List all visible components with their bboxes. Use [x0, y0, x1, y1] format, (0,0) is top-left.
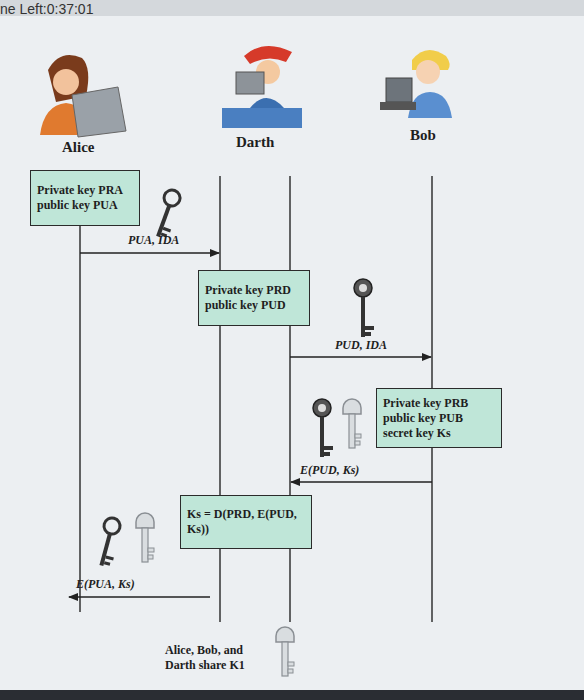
actor-name: Darth [236, 133, 316, 152]
key-icon [94, 516, 124, 568]
box-text: Private key PRB public key PUB secret ke… [383, 396, 495, 441]
darth-avatar [222, 46, 302, 128]
screen-text: ne Left:0:37:01 [0, 0, 200, 18]
key-icon [150, 188, 184, 240]
actor-name: Bob [410, 126, 490, 145]
message-label: E(PUD, Ks) [300, 463, 390, 478]
box-text: Private key PRD public key PUD [205, 283, 303, 313]
note-text: Alice, Bob, and Darth share K1 [165, 643, 275, 673]
key-icon [313, 399, 333, 457]
process-box: Private key PRD public key PUD [198, 270, 310, 326]
actor-name: Alice [62, 138, 142, 157]
alice-avatar [40, 55, 126, 137]
key-icon [354, 279, 374, 337]
message-label: PUD, IDA [335, 338, 425, 353]
key-icon [276, 627, 294, 676]
box-text: Ks = D(PRD, E(PUD, Ks)) [187, 507, 305, 537]
message-label: PUA, IDA [128, 233, 218, 248]
process-box: Ks = D(PRD, E(PUD, Ks)) [180, 495, 312, 549]
screen-edge [0, 690, 584, 700]
bob-avatar [380, 50, 452, 118]
message-label: E(PUA, Ks) [76, 577, 166, 592]
process-box: Private key PRB public key PUB secret ke… [376, 388, 502, 448]
key-icon [343, 399, 361, 448]
process-box: Private key PRA public key PUA [30, 170, 140, 226]
box-text: Private key PRA public key PUA [37, 183, 133, 213]
key-icon [136, 513, 154, 562]
